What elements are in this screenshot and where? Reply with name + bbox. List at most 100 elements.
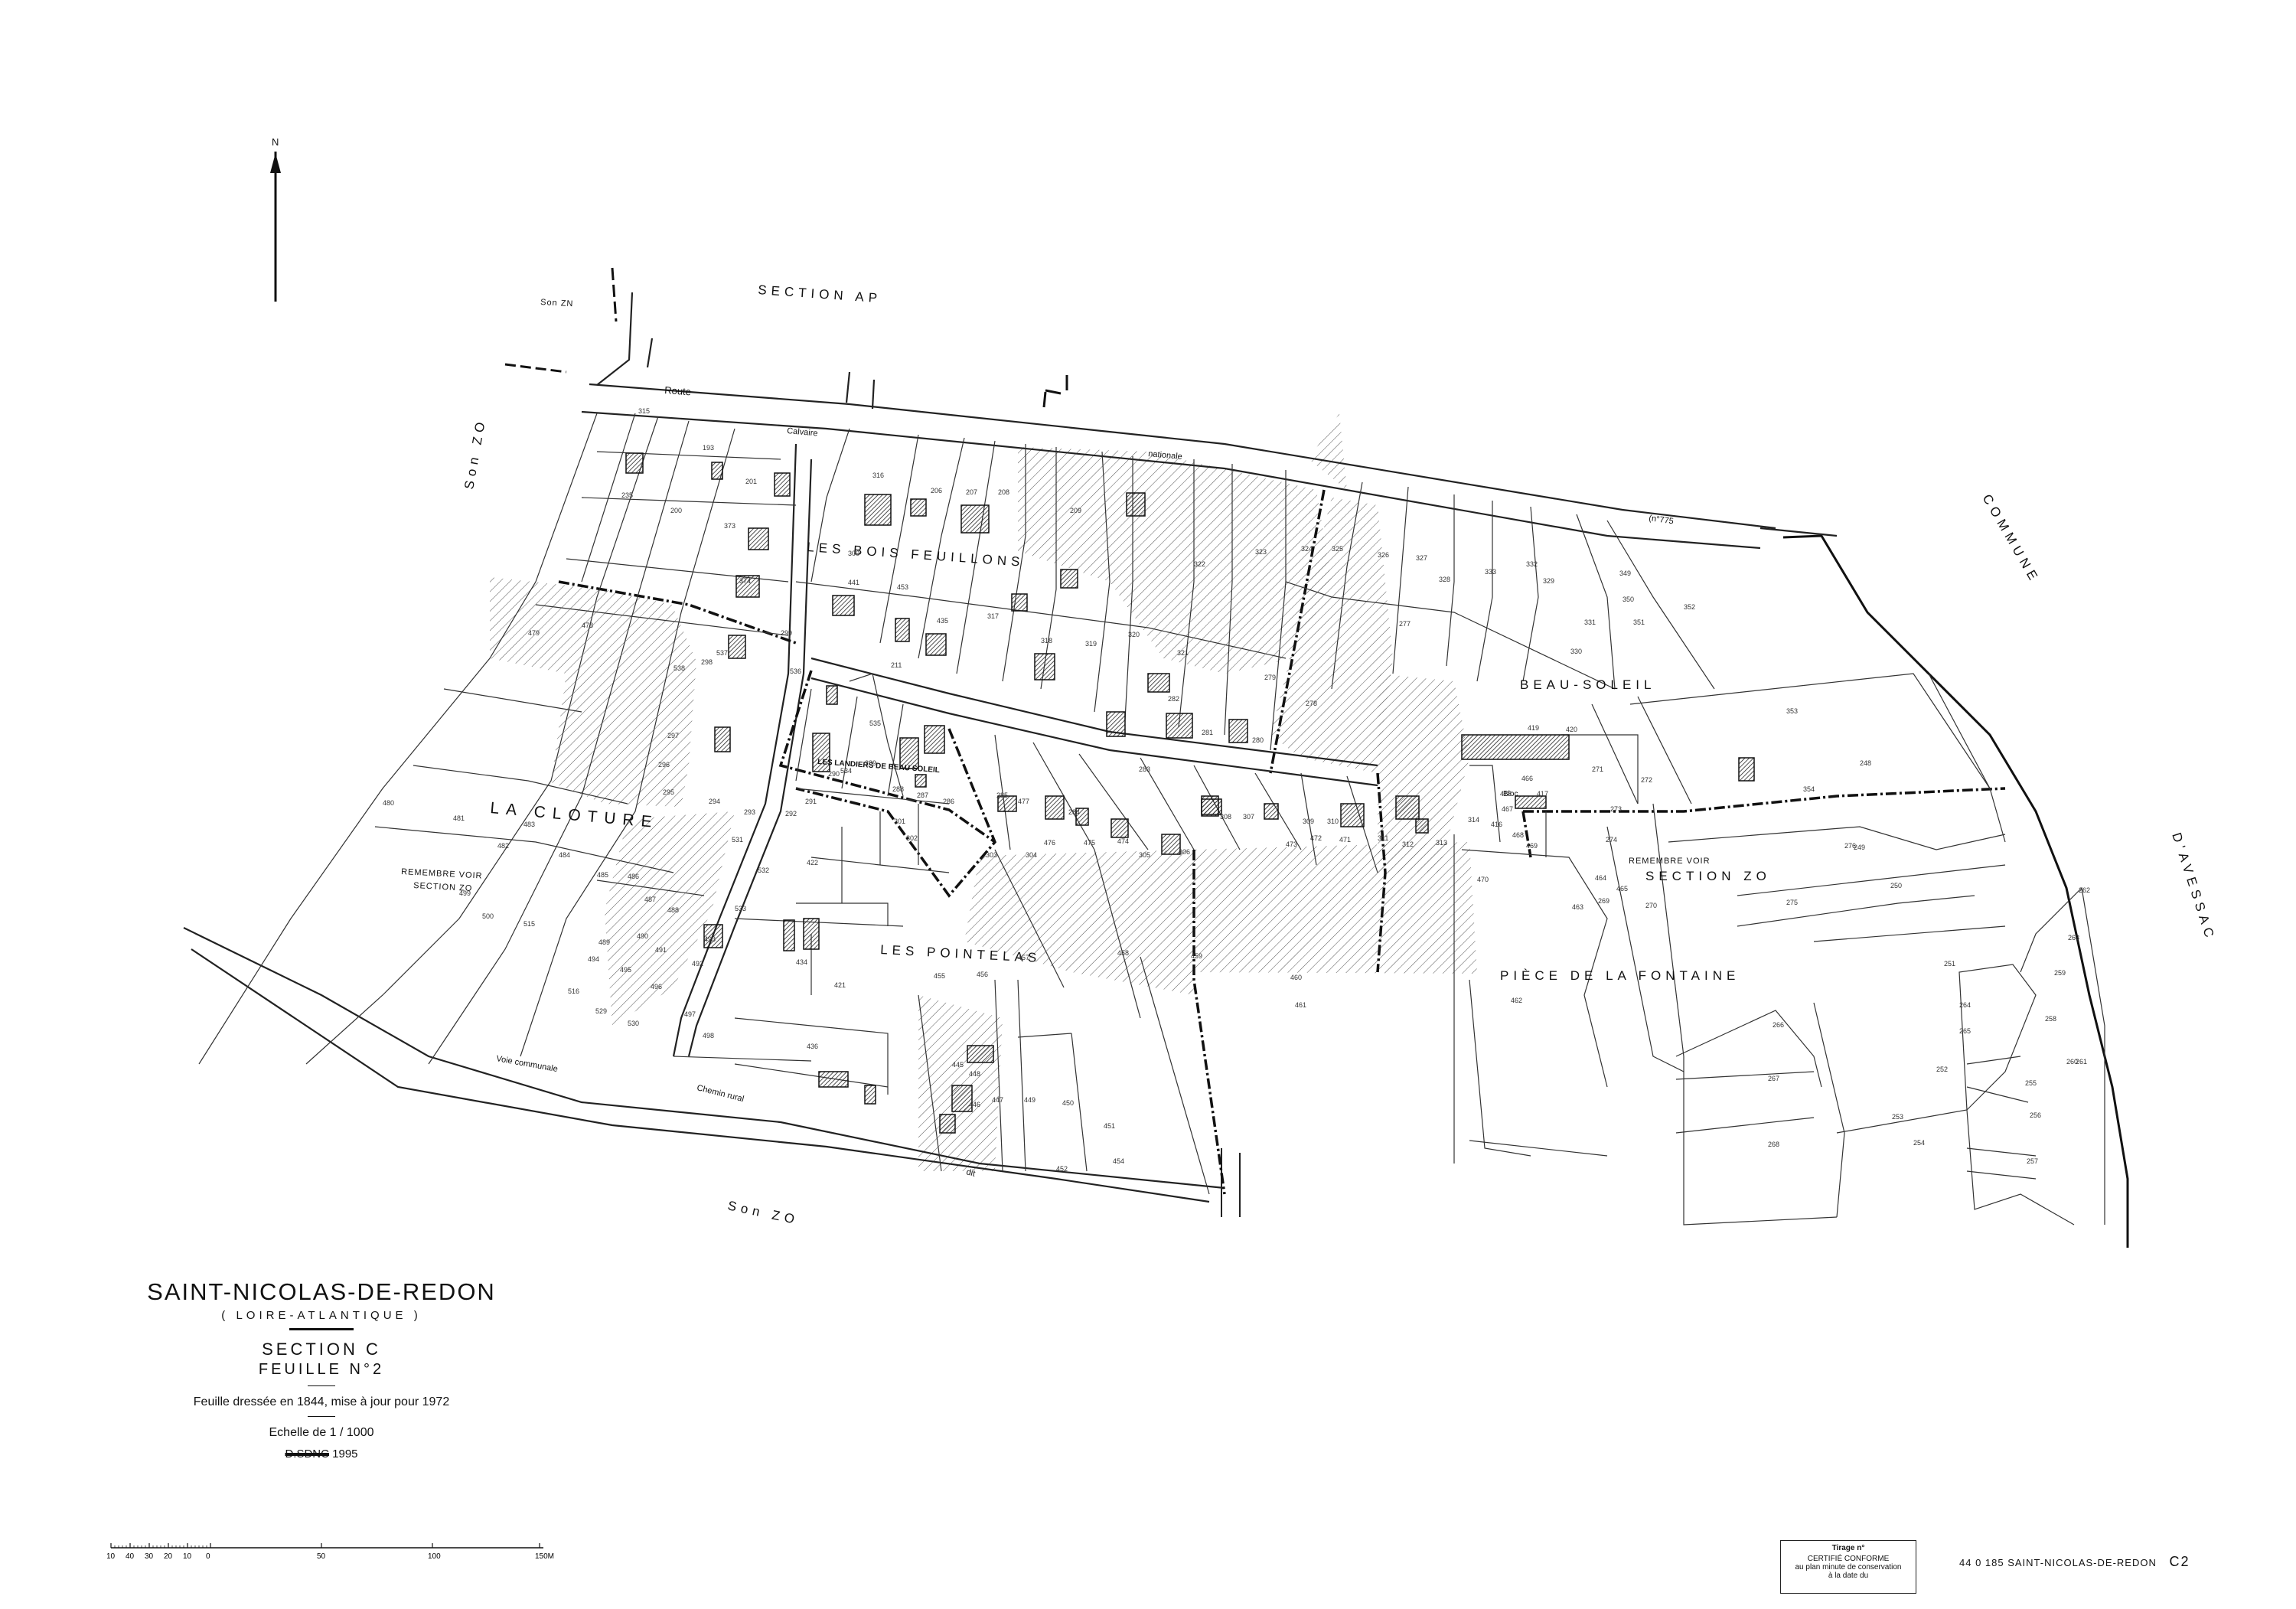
parcel-number: 492	[692, 960, 703, 968]
parcel-number: 487	[644, 896, 656, 903]
parcel-number: 467	[1502, 805, 1513, 813]
parcel-number: 308	[1220, 813, 1231, 821]
scale-tick-label: 20	[164, 1552, 173, 1561]
parcel-number: 252	[1936, 1066, 1948, 1073]
parcel-number: 269	[1598, 897, 1609, 905]
parcel-number: 461	[1295, 1001, 1306, 1009]
parcel-number: 500	[482, 912, 494, 920]
parcel-number: 280	[1252, 736, 1264, 744]
stamp-org: D.SDNC	[285, 1447, 329, 1461]
parcel-number: 201	[745, 478, 757, 485]
parcel-number: 535	[869, 720, 881, 727]
parcel-number: 449	[1024, 1096, 1035, 1104]
parcel-number: 313	[1436, 839, 1447, 847]
section-title: SECTION C	[262, 1340, 381, 1359]
parcel-number: 261	[2076, 1058, 2087, 1066]
parcel-number: 193	[703, 444, 714, 452]
parcel-number: 309	[1303, 818, 1314, 825]
parcel-number: 253	[1892, 1113, 1903, 1121]
label-remembre-2a: REMEMBRE VOIR	[1629, 857, 1711, 866]
stamp-line: D.SDNC 1995	[92, 1447, 551, 1461]
cert-line-2: CERTIFIÉ CONFORME	[1807, 1555, 1890, 1563]
parcel-number: 421	[834, 981, 846, 989]
reference-code: 44 0 185 SAINT-NICOLAS-DE-REDON C2	[1959, 1554, 2190, 1570]
parcel-number: 206	[931, 487, 942, 494]
parcel-number: 485	[597, 871, 608, 879]
parcel-number: 515	[523, 920, 535, 928]
parcel-number: 278	[1306, 700, 1317, 707]
parcel-number: 291	[805, 798, 817, 805]
parcel-number: 455	[934, 972, 945, 980]
parcel-number: 331	[1584, 618, 1596, 626]
parcel-number: 289	[865, 759, 876, 767]
parcel-number: 435	[937, 617, 948, 625]
parcel-number: 285	[996, 791, 1008, 799]
parcel-number: 302	[906, 834, 918, 842]
parcel-number: 445	[952, 1061, 964, 1069]
parcel-number: 498	[703, 1032, 714, 1039]
parcel-number: 266	[1773, 1021, 1784, 1029]
parcel-number: 495	[620, 966, 631, 974]
parcel-number: 530	[628, 1020, 639, 1027]
parcel-number: 447	[992, 1096, 1003, 1104]
parcel-number: 476	[1044, 839, 1055, 847]
parcel-number: 458	[1117, 949, 1129, 957]
parcel-number: 325	[1332, 545, 1343, 553]
parcel-number: 235	[621, 491, 633, 499]
parcel-number: 274	[1606, 836, 1617, 844]
parcel-number: 471	[1339, 836, 1351, 844]
parcel-number: 460	[1290, 974, 1302, 981]
parcel-number: 209	[1070, 507, 1081, 514]
stamp-year: 1995	[332, 1447, 358, 1461]
parcel-number: 349	[1619, 570, 1631, 577]
parcel-number: 296	[658, 761, 670, 769]
parcel-number: 479	[528, 629, 540, 637]
cert-line-3: au plan minute de conservation	[1795, 1563, 1902, 1571]
label-son-zo-bottom: Son ZO	[726, 1198, 800, 1227]
parcel-number: 320	[1128, 631, 1140, 638]
parcel-number: 374	[739, 577, 751, 585]
parcel-number: 258	[2045, 1015, 2056, 1023]
parcel-number: 478	[582, 622, 593, 629]
drawn-note: Feuille dressée en 1844, mise à jour pou…	[193, 1395, 450, 1408]
parcel-number: 537	[716, 649, 728, 657]
scale-tick-label: 150M	[535, 1552, 554, 1561]
parcel-number: 422	[807, 859, 818, 867]
parcel-number: 417	[1537, 790, 1548, 798]
parcel-number: 255	[2025, 1079, 2037, 1087]
parcel-number: 453	[897, 583, 908, 591]
parcel-number: 446	[969, 1101, 980, 1108]
cert-line-1: Tirage n°	[1831, 1544, 1865, 1552]
parcel-number: 314	[1468, 816, 1479, 824]
title-rule-thin	[308, 1385, 335, 1386]
label-son-zo-left: Son ZO	[461, 416, 488, 490]
parcel-number: 353	[1786, 707, 1798, 715]
parcel-number: 441	[848, 579, 859, 586]
parcel-number: 477	[1018, 798, 1029, 805]
parcel-number: 464	[1595, 874, 1606, 882]
parcel-number: 534	[840, 767, 852, 775]
parcel-number: 264	[1959, 1001, 1971, 1009]
parcel-number: 474	[1117, 837, 1129, 845]
parcel-number: 475	[1084, 839, 1095, 847]
parcel-number: 251	[1944, 960, 1955, 968]
parcel-number: 256	[2030, 1111, 2041, 1119]
parcel-number: 496	[651, 983, 662, 991]
parcel-number: 272	[1641, 776, 1652, 784]
parcel-number: 321	[1177, 649, 1189, 657]
parcel-number: 298	[701, 658, 713, 666]
parcel-number: 288	[892, 785, 904, 793]
parcel-number: 494	[588, 955, 599, 963]
parcel-number: 462	[1511, 997, 1522, 1004]
scale-tick-label: 30	[145, 1552, 154, 1561]
parcel-number: 373	[724, 522, 735, 530]
parcel-number: 536	[790, 667, 801, 675]
parcel-number: 262	[2079, 886, 2090, 894]
parcel-number: 469	[1526, 842, 1538, 850]
label-bloc: Bloc	[1503, 790, 1518, 798]
parcel-number: 260	[2066, 1058, 2078, 1066]
label-beau-soleil: BEAU-SOLEIL	[1520, 677, 1656, 692]
parcel-number: 287	[917, 791, 928, 799]
parcel-number: 304	[1026, 851, 1037, 859]
